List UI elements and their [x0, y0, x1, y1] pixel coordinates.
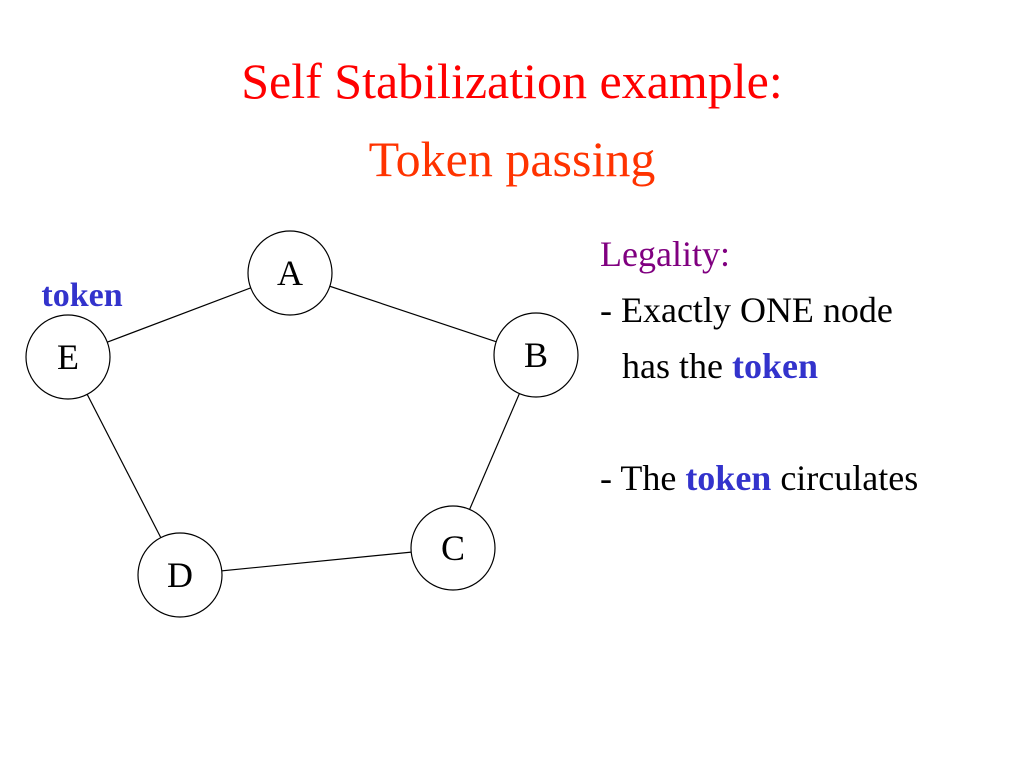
- rule-1-token-keyword: token: [731, 346, 818, 386]
- node-d: D: [137, 532, 223, 618]
- node-circle: [410, 505, 496, 591]
- rule-spacer: [600, 394, 1020, 450]
- node-circle: [247, 230, 333, 316]
- node-b: B: [493, 312, 579, 398]
- node-label: E: [57, 337, 79, 377]
- node-label: B: [524, 335, 548, 375]
- legality-rule-1-continuation: has the token: [600, 338, 1020, 394]
- rule-1-continuation-text: has the: [622, 346, 732, 386]
- node-label: D: [167, 555, 193, 595]
- token-label: token: [41, 277, 122, 314]
- node-e: E: [25, 314, 111, 400]
- legality-heading-text: Legality:: [600, 234, 730, 274]
- legality-panel: Legality: - Exactly ONE node has the tok…: [600, 226, 1020, 506]
- edge-c-d: [179, 547, 454, 576]
- legality-rule-1: - Exactly ONE node: [600, 282, 1020, 338]
- rule-1-text: - Exactly ONE node: [600, 290, 893, 330]
- node-c: C: [410, 505, 496, 591]
- node-label: C: [441, 528, 465, 568]
- slide-title-line1: Self Stabilization example:: [241, 53, 783, 109]
- ring-nodes: A B C D E: [25, 230, 579, 618]
- node-label: A: [277, 253, 303, 293]
- rule-2-token-keyword: token: [685, 458, 772, 498]
- legality-heading: Legality:: [600, 226, 1020, 282]
- node-circle: [493, 312, 579, 398]
- legality-rule-2: - The token circulates: [600, 450, 1020, 506]
- rule-2-prefix: - The: [600, 458, 686, 498]
- node-circle: [137, 532, 223, 618]
- rule-2-suffix: circulates: [771, 458, 919, 498]
- node-a: A: [247, 230, 333, 316]
- slide-title-line2: Token passing: [368, 131, 656, 187]
- edge-a-b: [289, 272, 537, 356]
- node-circle: [25, 314, 111, 400]
